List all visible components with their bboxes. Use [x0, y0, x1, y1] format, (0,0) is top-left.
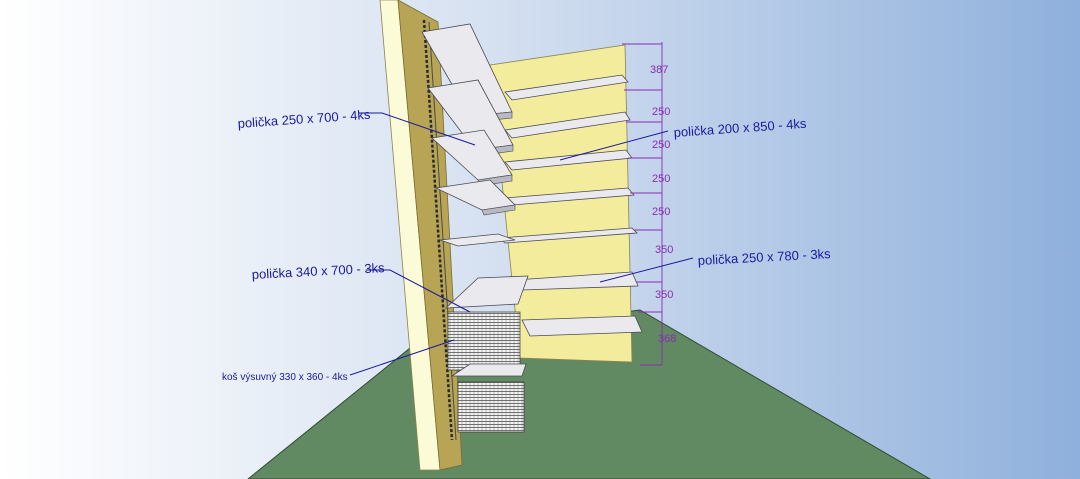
dimension-6: 350 [655, 244, 673, 256]
basket-unit [444, 275, 529, 433]
label-left-mid-shelf: polička 340 x 700 - 3ks [251, 260, 385, 282]
dimension-chain [622, 42, 663, 366]
side-panel [397, 0, 463, 471]
left-shelves [421, 23, 516, 247]
right-shelves [499, 74, 643, 337]
dimension-2: 250 [652, 106, 670, 118]
dimension-3: 250 [652, 139, 670, 151]
leader-lines [349, 112, 694, 376]
dimension-4: 250 [652, 173, 670, 185]
dimension-8: 368 [658, 333, 676, 345]
label-basket: koš výsuvný 330 x 360 - 4ks [222, 372, 348, 383]
label-right-bottom-shelf: polička 250 x 780 - 3ks [697, 246, 831, 268]
dimension-1: 387 [650, 64, 668, 76]
dimension-5: 250 [652, 206, 670, 218]
dimension-7: 350 [655, 289, 673, 301]
